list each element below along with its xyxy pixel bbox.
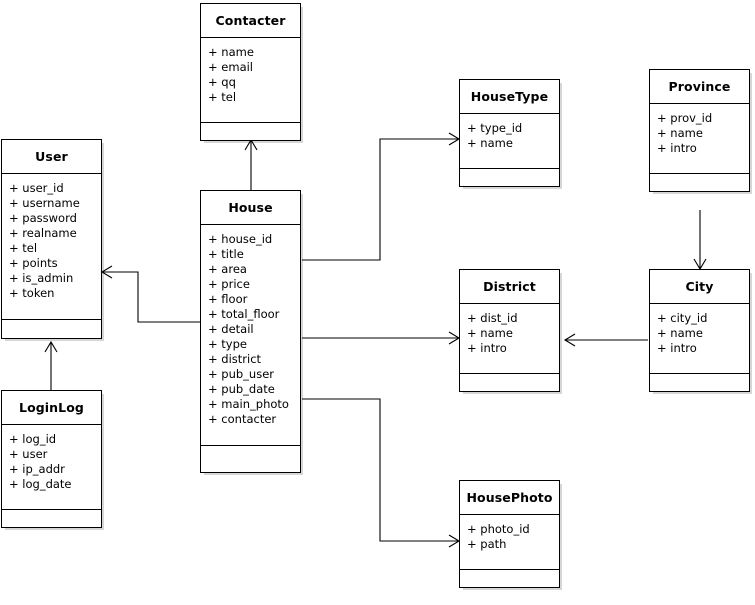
- class-attributes-housephoto: + photo_id + path: [460, 515, 559, 570]
- class-operations-district: [460, 374, 559, 391]
- class-title-contacter: Contacter: [201, 4, 300, 38]
- class-attribute: + user: [9, 447, 48, 461]
- class-attribute: + log_date: [9, 477, 72, 491]
- class-attribute: + intro: [657, 341, 697, 355]
- class-title-user: User: [2, 140, 101, 174]
- class-title-city: City: [650, 270, 749, 304]
- class-title-district: District: [460, 270, 559, 304]
- class-attribute: + qq: [208, 75, 236, 89]
- class-title-province: Province: [650, 70, 749, 104]
- class-attribute: + city_id: [657, 311, 708, 325]
- class-attribute: + token: [9, 286, 55, 300]
- class-attributes-user: + user_id + username + password + realna…: [2, 174, 101, 320]
- class-box-user[interactable]: User + user_id + username + password + r…: [1, 139, 102, 339]
- class-attribute: + pub_user: [208, 367, 275, 381]
- class-operations-housetype: [460, 169, 559, 186]
- class-box-contacter[interactable]: Contacter + name + email + qq + tel: [200, 3, 301, 141]
- class-attribute: + type: [208, 337, 247, 351]
- class-box-city[interactable]: City + city_id + name + intro: [649, 269, 750, 392]
- class-attribute: + realname: [9, 226, 77, 240]
- class-attribute: + name: [467, 136, 513, 150]
- connector-house-user: [100, 265, 200, 323]
- class-attribute: + tel: [9, 241, 38, 255]
- connector-house-district: [302, 331, 461, 345]
- class-title-house: House: [201, 191, 300, 225]
- class-attribute: + contacter: [208, 412, 277, 426]
- class-operations-contacter: [201, 123, 300, 140]
- class-title-loginlog: LoginLog: [2, 391, 101, 425]
- class-attribute: + district: [208, 352, 262, 366]
- class-attribute: + name: [208, 45, 254, 59]
- class-operations-city: [650, 374, 749, 391]
- class-attributes-housetype: + type_id + name: [460, 114, 559, 169]
- class-attributes-province: + prov_id + name + intro: [650, 104, 749, 174]
- class-attribute: + title: [208, 247, 244, 261]
- class-attribute: + dist_id: [467, 311, 518, 325]
- class-attribute: + ip_addr: [9, 462, 65, 476]
- class-box-house[interactable]: House + house_id + title + area + price …: [200, 190, 301, 473]
- class-attribute: + type_id: [467, 121, 523, 135]
- class-box-district[interactable]: District + dist_id + name + intro: [459, 269, 560, 392]
- class-attribute: + path: [467, 537, 507, 551]
- class-attribute: + name: [467, 326, 513, 340]
- class-operations-province: [650, 174, 749, 191]
- class-box-province[interactable]: Province + prov_id + name + intro: [649, 69, 750, 192]
- class-box-housetype[interactable]: HouseType + type_id + name: [459, 79, 560, 187]
- class-attributes-district: + dist_id + name + intro: [460, 304, 559, 374]
- class-attribute: + floor: [208, 292, 248, 306]
- class-attribute: + house_id: [208, 232, 273, 246]
- class-attributes-loginlog: + log_id + user + ip_addr + log_date: [2, 425, 101, 510]
- class-title-housetype: HouseType: [460, 80, 559, 114]
- class-title-housephoto: HousePhoto: [460, 481, 559, 515]
- class-operations-house: [201, 446, 300, 472]
- class-attribute: + price: [208, 277, 250, 291]
- class-operations-loginlog: [2, 510, 101, 527]
- class-attribute: + prov_id: [657, 111, 713, 125]
- class-attribute: + name: [657, 326, 703, 340]
- class-box-loginlog[interactable]: LoginLog + log_id + user + ip_addr + log…: [1, 390, 102, 528]
- class-attribute: + photo_id: [467, 522, 530, 536]
- class-attribute: + password: [9, 211, 77, 225]
- class-attributes-house: + house_id + title + area + price + floo…: [201, 225, 300, 446]
- connector-loginlog-user: [44, 340, 58, 391]
- class-attribute: + intro: [657, 141, 697, 155]
- class-attribute: + area: [208, 262, 247, 276]
- connector-house-contacter: [244, 138, 258, 191]
- class-attribute: + tel: [208, 90, 237, 104]
- connector-city-district: [563, 333, 648, 347]
- connector-province-city: [693, 210, 707, 271]
- class-attribute: + main_photo: [208, 397, 289, 411]
- class-attribute: + pub_date: [208, 382, 275, 396]
- class-attributes-contacter: + name + email + qq + tel: [201, 38, 300, 123]
- class-box-housephoto[interactable]: HousePhoto + photo_id + path: [459, 480, 560, 588]
- class-attribute: + total_floor: [208, 307, 280, 321]
- class-attribute: + log_id: [9, 432, 57, 446]
- class-attribute: + email: [208, 60, 254, 74]
- class-attribute: + user_id: [9, 181, 64, 195]
- class-operations-user: [2, 320, 101, 338]
- connector-house-housetype: [302, 132, 461, 261]
- connector-house-housephoto: [302, 398, 461, 548]
- class-attribute: + detail: [208, 322, 254, 336]
- class-attribute: + points: [9, 256, 58, 270]
- class-attribute: + name: [657, 126, 703, 140]
- class-attribute: + is_admin: [9, 271, 74, 285]
- class-attribute: + intro: [467, 341, 507, 355]
- class-attribute: + username: [9, 196, 80, 210]
- class-attributes-city: + city_id + name + intro: [650, 304, 749, 374]
- class-operations-housephoto: [460, 570, 559, 587]
